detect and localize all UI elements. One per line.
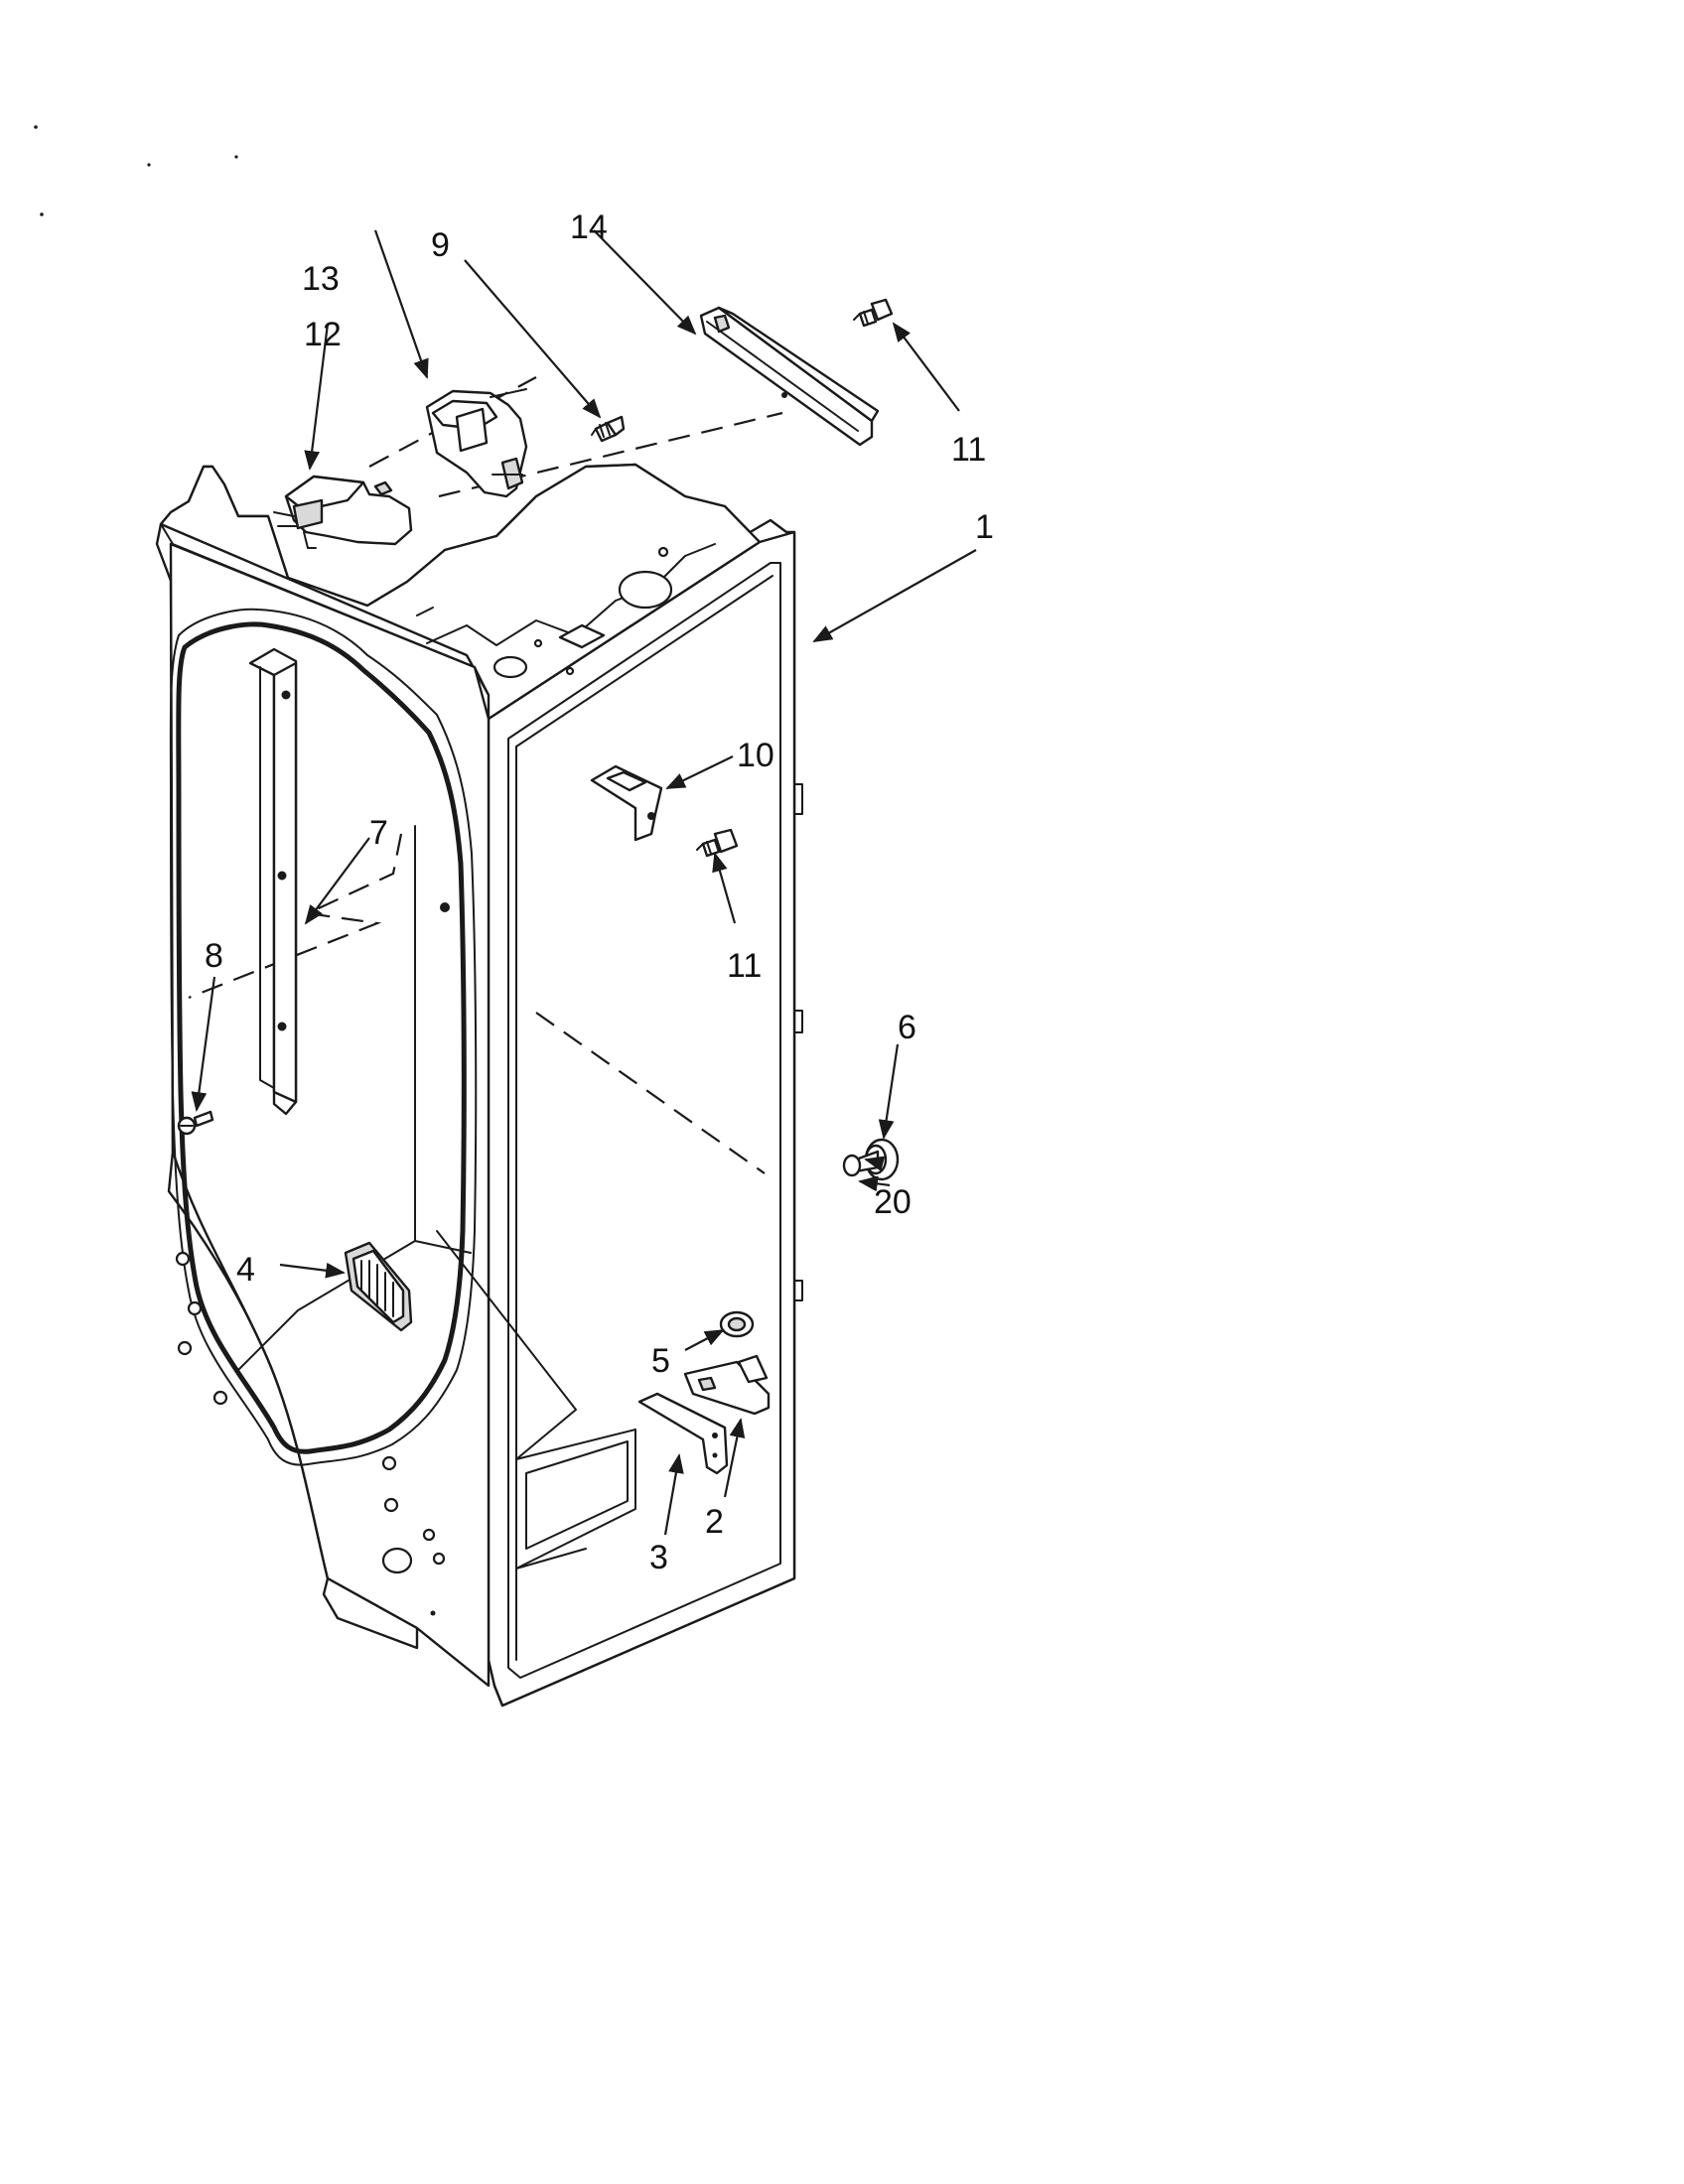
callout-4: 4 [236,1251,255,1289]
liner-oval-edge [169,608,478,1466]
liner-left-side-face [169,542,491,1688]
callout-labels: 1 10 11 11 13 12 9 14 7 8 4 5 2 3 6 20 [205,208,994,1576]
callout-20: 20 [874,1183,912,1221]
callout-7: 7 [369,814,388,852]
part-7-rail [248,647,450,1116]
part-2-bracket [683,1354,771,1416]
callout-13: 13 [302,260,340,298]
callout-12: 12 [304,316,342,353]
liner-gasket-edge [176,621,467,1454]
part-10-bracket [590,764,663,842]
part-13-cover [425,388,528,498]
liner-top-plane [159,463,762,721]
callout-14: 14 [570,208,608,246]
liner-base [322,1576,419,1650]
callout-1: 1 [975,508,994,546]
part-4-vent-grille [344,1241,413,1332]
part-11-screw-top [853,298,894,328]
part-8-screw [177,1110,214,1136]
callout-8: 8 [205,937,223,975]
liner-side-holes [175,1251,446,1616]
callout-6: 6 [898,1009,916,1046]
callout-11-mid: 11 [727,947,762,985]
liner-front-frame [487,530,796,1707]
callout-5: 5 [651,1342,670,1380]
leader-lines [191,229,977,1536]
part-3-plate [637,1392,729,1475]
callout-3: 3 [649,1539,668,1576]
callout-9: 9 [431,226,450,264]
part-5-nut [719,1310,755,1338]
part-14-bracket [699,306,880,447]
part-11-screw-mid [696,828,739,858]
liner-top-hole [492,655,528,679]
callout-11-top: 11 [951,431,986,469]
part-9-screw [591,415,626,443]
scan-specks [34,125,238,216]
callout-10: 10 [737,737,774,774]
part-12-housing [273,475,413,549]
liner-front-inner-edge [507,562,781,1679]
callout-2: 2 [705,1503,724,1541]
